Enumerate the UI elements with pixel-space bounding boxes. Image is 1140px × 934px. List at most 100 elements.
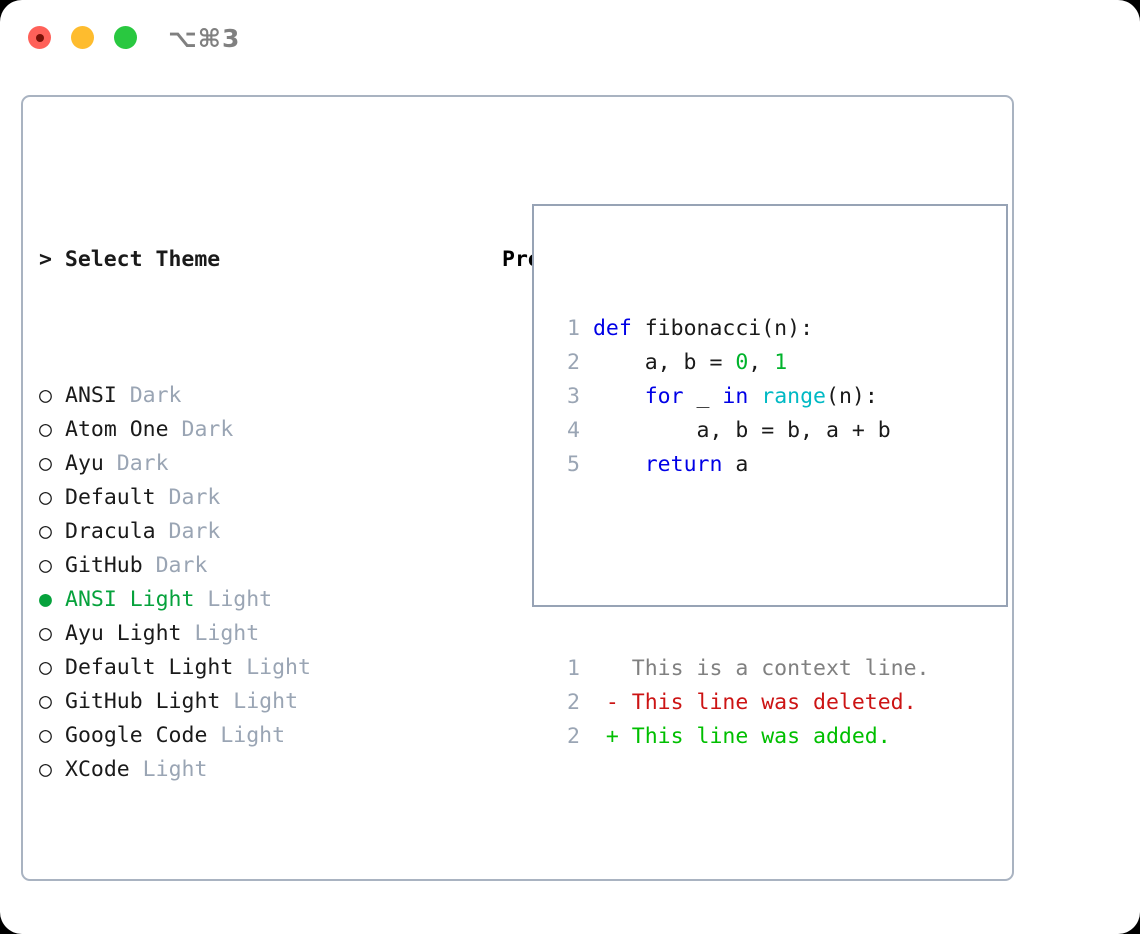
theme-option-variant: Dark — [168, 417, 234, 442]
radio-selected-icon: ● — [39, 587, 65, 612]
code-token: , — [748, 350, 775, 375]
diff-line: 2 + This line was added. — [554, 720, 930, 754]
radio-unselected-icon: ○ — [39, 519, 65, 544]
code-token: return — [644, 452, 723, 477]
code-line: 2 a, b = 0, 1 — [554, 346, 930, 380]
theme-option[interactable]: ○ Dracula Dark — [39, 515, 469, 549]
code-line-content — [580, 452, 593, 477]
code-token: _ — [683, 384, 723, 409]
theme-list[interactable]: ○ ANSI Dark○ Atom One Dark○ Ayu Dark○ De… — [39, 379, 469, 787]
preview-column: Preview 1 def fibonacci(n):2 a, b = 0, 1… — [502, 141, 1008, 749]
theme-option-variant: Dark — [103, 451, 169, 476]
diff-line-content: + This line was added. — [580, 724, 891, 749]
code-token — [593, 452, 645, 477]
theme-option-variant: Light — [129, 757, 208, 782]
code-line-number: 4 — [567, 418, 580, 443]
theme-option[interactable]: ○ Google Code Light — [39, 719, 469, 753]
code-line-content — [580, 316, 593, 341]
theme-option-variant: Dark — [155, 519, 221, 544]
diff-line: 1 This is a context line. — [554, 652, 930, 686]
theme-option-variant: Light — [233, 655, 311, 680]
code-line: 3 for _ in range(n): — [554, 380, 930, 414]
code-token: range — [761, 384, 826, 409]
title-bar: ⌥⌘3 — [0, 0, 1140, 78]
theme-option-name: Default Light — [65, 655, 234, 680]
code-line-content — [580, 384, 593, 409]
code-token: for — [644, 384, 684, 409]
code-token: a, b = b, a + b — [592, 418, 891, 443]
radio-unselected-icon: ○ — [39, 757, 65, 782]
traffic-light-group — [28, 26, 137, 49]
diff-line: 2 - This line was deleted. — [554, 686, 930, 720]
radio-unselected-icon: ○ — [39, 723, 65, 748]
theme-option-variant: Light — [181, 621, 260, 646]
diff-sample: 1 This is a context line.2 - This line w… — [554, 652, 930, 754]
diff-line-content: This is a context line. — [580, 656, 930, 681]
theme-option-name: XCode — [65, 757, 130, 782]
theme-option-name: Atom One — [65, 417, 169, 442]
theme-option[interactable]: ○ GitHub Light Light — [39, 685, 469, 719]
theme-option[interactable]: ○ Default Dark — [39, 481, 469, 515]
minimize-button[interactable] — [71, 26, 94, 49]
theme-option-variant: Light — [207, 723, 286, 748]
code-line-number: 5 — [567, 452, 580, 477]
theme-option[interactable]: ○ Default Light Light — [39, 651, 469, 685]
theme-option-variant: Dark — [142, 553, 208, 578]
theme-option-name: GitHub Light — [65, 689, 221, 714]
code-blank-line — [554, 550, 930, 584]
theme-option-name: Ayu Light — [65, 621, 182, 646]
window-title-shortcut: ⌥⌘3 — [168, 24, 241, 53]
content-panel: > Select Theme ○ ANSI Dark○ Atom One Dar… — [21, 95, 1014, 881]
diff-line-number: 2 — [567, 690, 580, 715]
theme-option-name: Default — [65, 485, 156, 510]
theme-option[interactable]: ○ ANSI Dark — [39, 379, 469, 413]
theme-option[interactable]: ○ Ayu Dark — [39, 447, 469, 481]
theme-option-name: Google Code — [65, 723, 208, 748]
theme-option-variant: Dark — [155, 485, 221, 510]
theme-option-variant: Light — [194, 587, 273, 612]
theme-option-name: ANSI Light — [65, 587, 195, 612]
theme-picker-header: > Select Theme — [39, 247, 221, 272]
maximize-button[interactable] — [114, 26, 137, 49]
theme-option[interactable]: ○ GitHub Dark — [39, 549, 469, 583]
theme-option-name: ANSI — [65, 383, 117, 408]
radio-unselected-icon: ○ — [39, 655, 65, 680]
radio-unselected-icon: ○ — [39, 689, 65, 714]
code-line-number: 1 — [567, 316, 580, 341]
diff-line-number: 1 — [567, 656, 580, 681]
radio-unselected-icon: ○ — [39, 417, 65, 442]
theme-option-variant: Dark — [116, 383, 182, 408]
code-token: in — [722, 384, 749, 409]
theme-picker-column: > Select Theme ○ ANSI Dark○ Atom One Dar… — [39, 141, 469, 934]
code-token: def — [592, 316, 632, 341]
code-token: fibonacci(n): — [631, 316, 814, 341]
code-token: a, b = — [592, 350, 736, 375]
code-line-content — [580, 418, 593, 443]
radio-unselected-icon: ○ — [39, 621, 65, 646]
radio-unselected-icon: ○ — [39, 383, 65, 408]
radio-unselected-icon: ○ — [39, 451, 65, 476]
code-line: 1 def fibonacci(n): — [554, 312, 930, 346]
code-token: 1 — [774, 350, 788, 375]
theme-option-variant: Light — [220, 689, 299, 714]
theme-option[interactable]: ○ XCode Light — [39, 753, 469, 787]
code-line-number: 3 — [567, 384, 580, 409]
close-button[interactable] — [28, 26, 51, 49]
code-line: 5 return a — [554, 448, 930, 482]
theme-option[interactable]: ○ Atom One Dark — [39, 413, 469, 447]
theme-option-name: GitHub — [65, 553, 143, 578]
code-token: a — [722, 452, 749, 477]
code-token — [748, 384, 761, 409]
radio-unselected-icon: ○ — [39, 485, 65, 510]
code-token: (n): — [826, 384, 878, 409]
theme-option[interactable]: ○ Ayu Light Light — [39, 617, 469, 651]
theme-option[interactable]: ● ANSI Light Light — [39, 583, 469, 617]
code-token: 0 — [735, 350, 749, 375]
code-token — [593, 384, 645, 409]
theme-option-name: Ayu — [65, 451, 104, 476]
theme-option-name: Dracula — [65, 519, 156, 544]
